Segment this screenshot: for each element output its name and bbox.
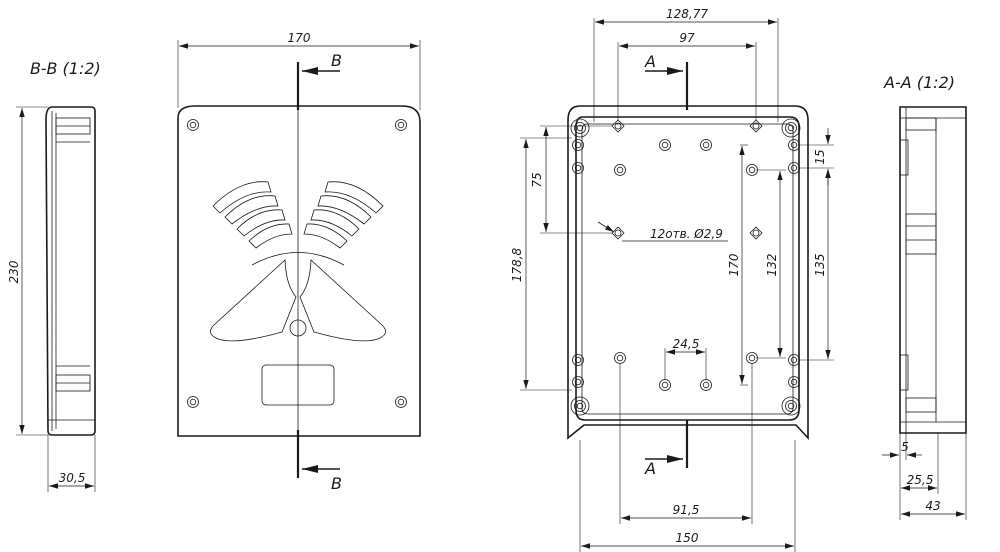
dim-rear-24-5: 24,5 [673,337,700,351]
dim-rear-178-8: 178,8 [510,247,524,282]
dim-rear-91-5: 91,5 [673,503,700,517]
dim-rear-150: 150 [676,531,699,545]
dim-rear-75: 75 [530,172,544,187]
dim-rear-170: 170 [727,253,741,276]
dim-bb-230: 230 [7,260,21,283]
section-bb-title: B-B (1:2) [30,59,101,78]
section-aa-view: A-A (1:2) 5 25,5 43 [882,73,967,520]
dim-aa-25-5: 25,5 [907,473,934,487]
front-view: B B 170 [177,31,421,493]
section-b-top-letter: B [331,51,342,70]
section-bb-view: B-B (1:2) 230 30,5 [7,59,101,492]
hole-callout: 12отв. Ø2,9 [650,227,723,241]
dim-rear-128-77: 128,77 [666,7,708,21]
section-a-bottom-letter: A [644,459,656,478]
dim-rear-135: 135 [813,254,827,277]
dim-bb-30-5: 30,5 [59,471,86,485]
dim-front-170: 170 [288,31,311,45]
section-aa-outline [899,106,967,434]
signal-logo [210,181,386,342]
dim-aa-43: 43 [925,499,940,513]
dim-rear-15: 15 [813,149,827,164]
dim-aa-5: 5 [901,440,909,454]
rear-housing-outline [567,105,809,441]
dim-rear-97: 97 [679,31,695,45]
section-a-top-letter: A [644,52,656,71]
section-bb-outline [45,106,96,436]
section-aa-title: A-A (1:2) [883,73,955,92]
section-b-bottom-letter: B [331,474,342,493]
dim-rear-132: 132 [765,254,779,277]
rear-view: A A 128,77 97 75 178,8 12отв. Ø2,9 170 [510,7,834,552]
display-window [261,364,335,406]
front-panel-outline [177,105,421,437]
